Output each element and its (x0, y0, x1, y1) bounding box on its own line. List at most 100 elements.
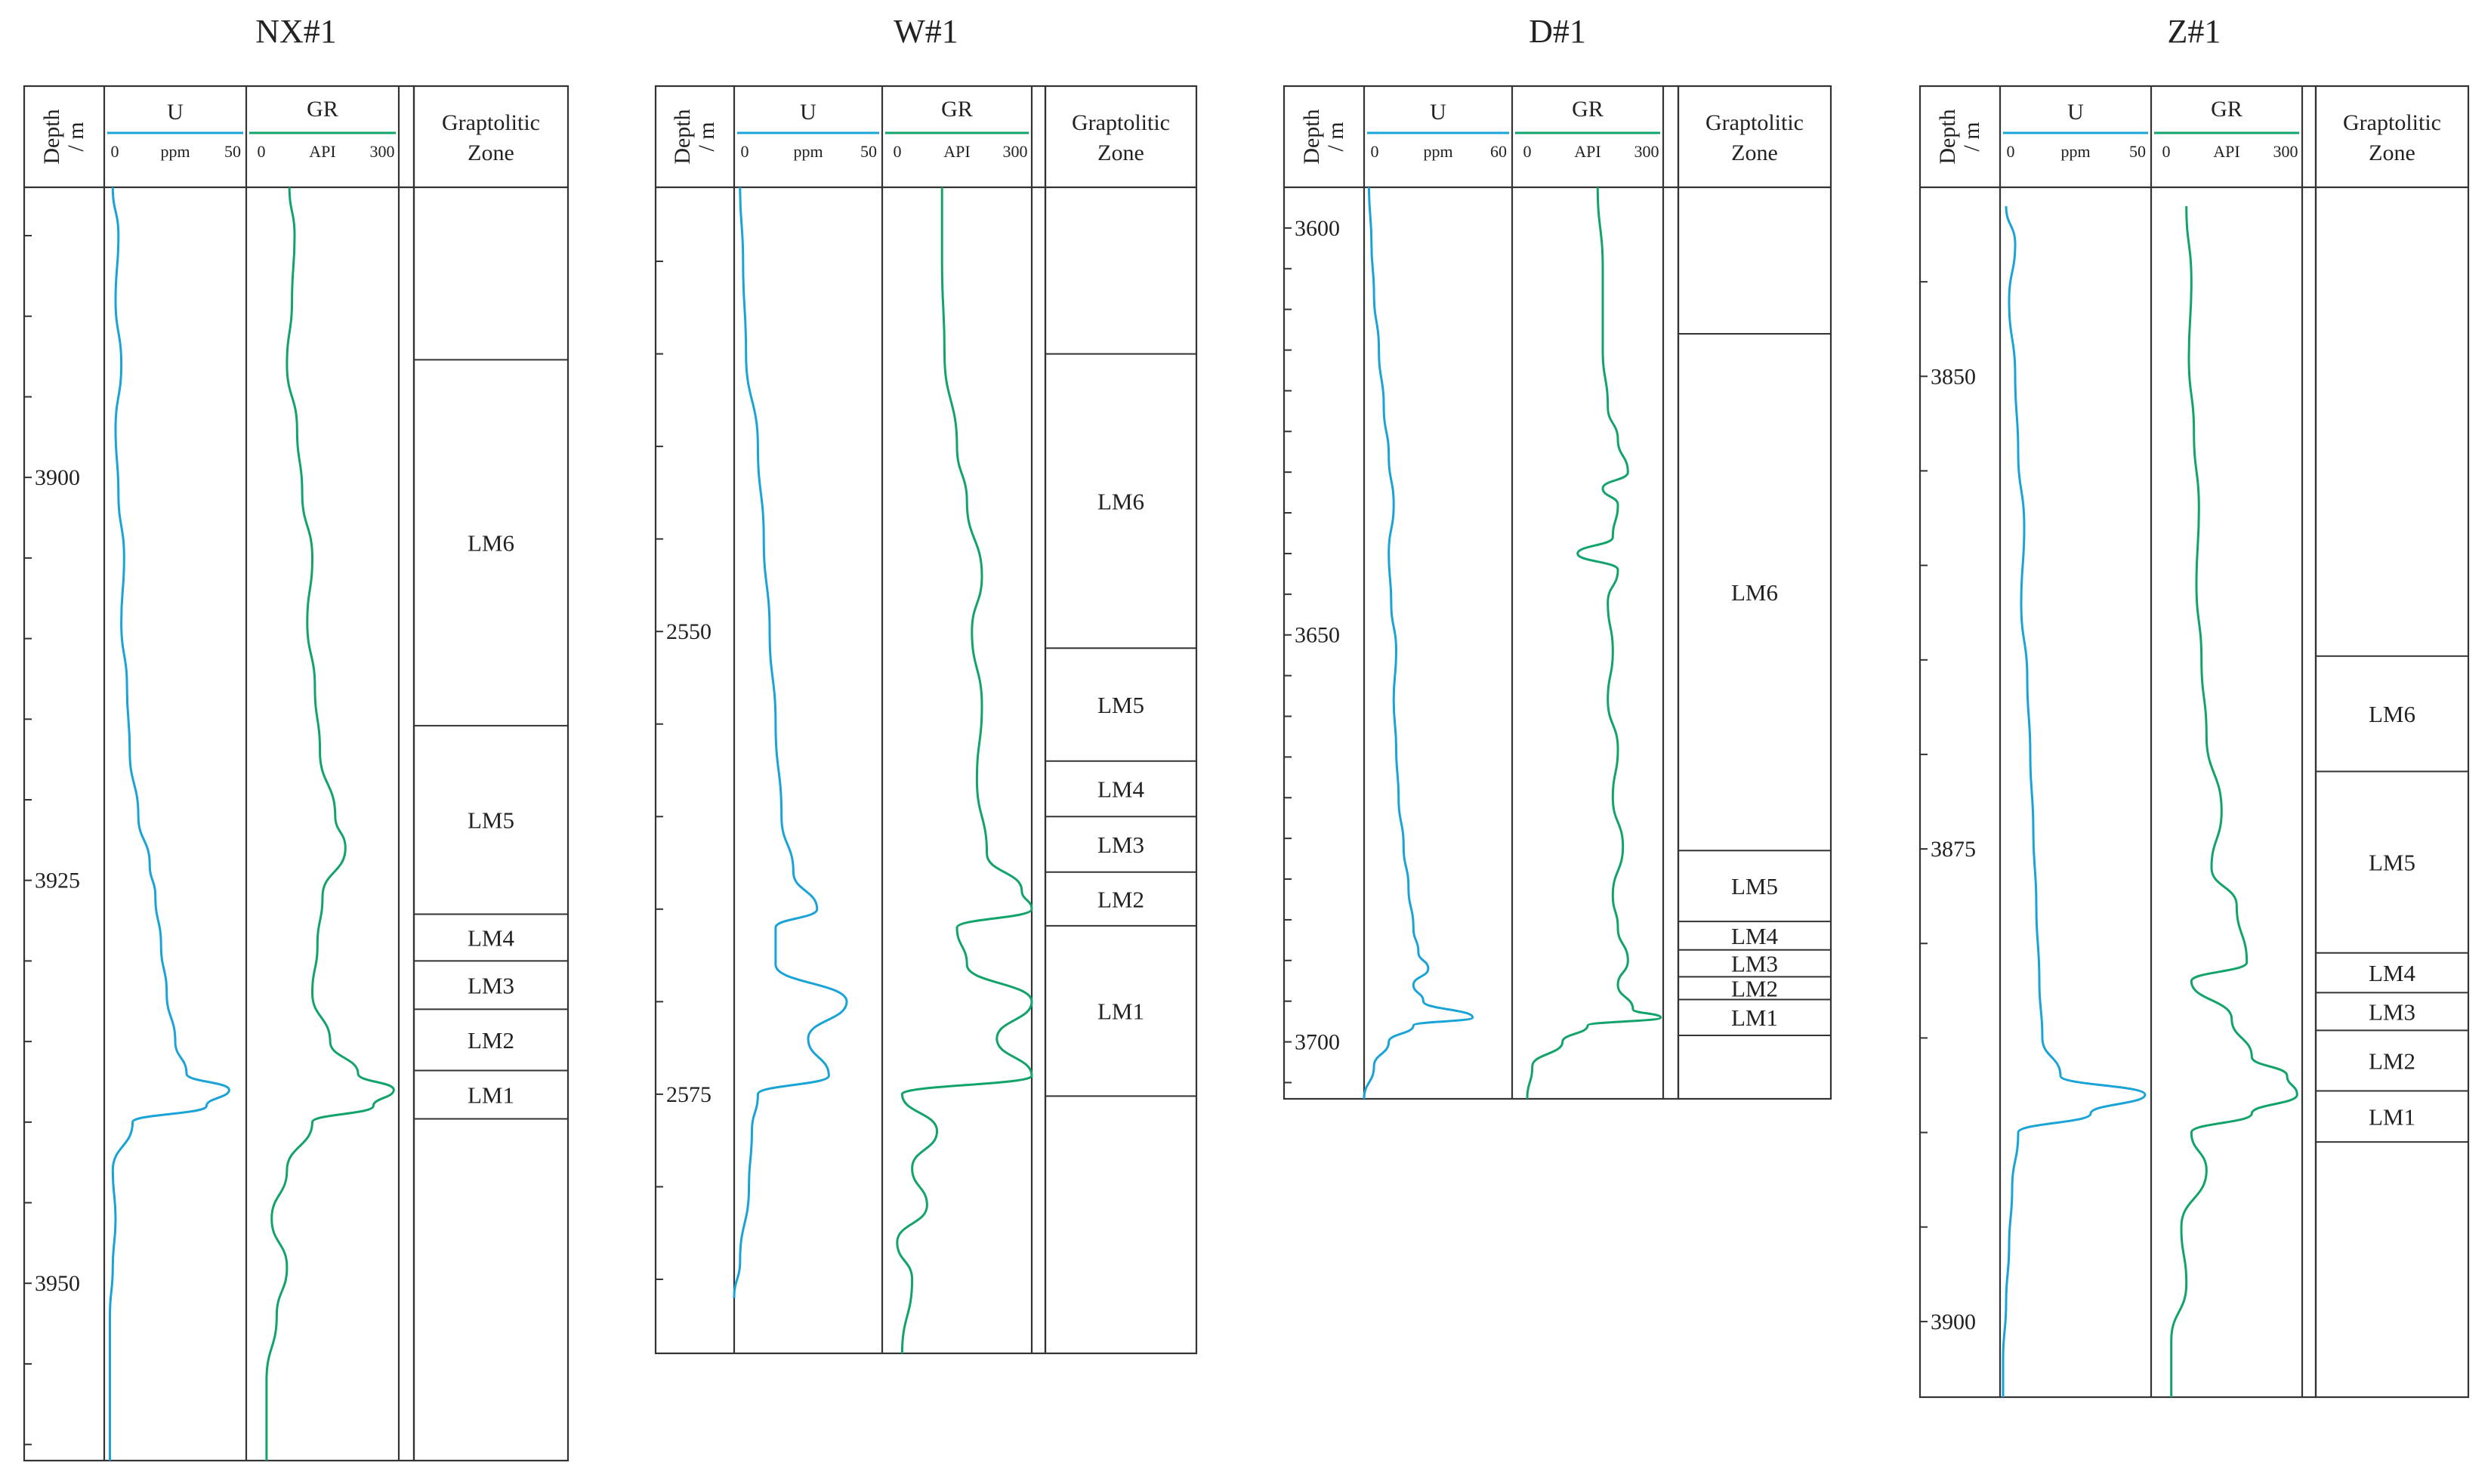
u-curve (733, 187, 848, 1298)
gr-scale-unit: API (943, 142, 970, 161)
log-frame (1918, 85, 2317, 1399)
u-scale-unit: ppm (160, 142, 190, 161)
zone-header: Graptolitic (1705, 110, 1804, 135)
u-scale-min: 0 (1371, 142, 1379, 161)
gr-scale-max: 300 (2273, 142, 2298, 161)
depth-tick-label: 3875 (1931, 837, 1976, 862)
zone-header-sub: Zone (468, 140, 514, 165)
u-scale-unit: ppm (1423, 142, 1452, 161)
gr-track-label: GR (1572, 97, 1604, 122)
depth-header: Depth (670, 109, 695, 164)
depth-unit: / m (694, 122, 719, 151)
well-title: W#1 (894, 13, 958, 50)
zone-label: LM4 (1097, 776, 1145, 803)
zone-label: LM3 (1731, 951, 1778, 977)
gr-scale-max: 300 (1003, 142, 1028, 161)
u-scale-max: 60 (1490, 142, 1507, 161)
depth-tick-label: 3600 (1295, 216, 1340, 241)
u-scale-max: 50 (224, 142, 241, 161)
zone-label: LM5 (1731, 873, 1778, 899)
zone-label: LM3 (2369, 998, 2415, 1025)
log-frame (654, 85, 1047, 1355)
gr-scale-max: 300 (370, 142, 395, 161)
zone-header: Graptolitic (2343, 110, 2441, 135)
u-scale-max: 50 (2129, 142, 2146, 161)
well-title: NX#1 (255, 13, 337, 50)
zone-column-frame (1044, 85, 1198, 1355)
u-track-label: U (2067, 100, 2084, 125)
depth-unit: / m (1323, 122, 1348, 151)
u-scale-unit: ppm (2060, 142, 2090, 161)
depth-header: Depth (39, 109, 64, 164)
gr-curve (265, 187, 395, 1461)
zone-label: LM4 (468, 924, 515, 951)
zone-label: LM6 (1731, 579, 1778, 606)
zone-label: LM3 (1097, 831, 1144, 858)
well-title: D#1 (1529, 13, 1586, 50)
zone-label: LM6 (1097, 488, 1144, 514)
gr-curve (896, 187, 1033, 1354)
gr-scale-unit: API (2213, 142, 2239, 161)
u-scale-min: 0 (111, 142, 119, 161)
zone-header-sub: Zone (2369, 140, 2415, 165)
u-scale-min: 0 (741, 142, 749, 161)
depth-header: Depth (1299, 109, 1324, 164)
u-track-label: U (800, 100, 816, 125)
gr-curve (1526, 187, 1662, 1100)
depth-tick-label: 3700 (1295, 1030, 1340, 1055)
u-scale-min: 0 (2007, 142, 2015, 161)
u-curve (1363, 187, 1474, 1100)
depth-tick-label: 3850 (1931, 364, 1976, 389)
zone-label: LM1 (1097, 998, 1144, 1025)
depth-tick-label: 2575 (666, 1082, 711, 1107)
zone-label: LM5 (2369, 850, 2415, 876)
zone-label: LM3 (468, 972, 514, 998)
u-track-label: U (167, 100, 184, 125)
zone-header: Graptolitic (442, 110, 540, 135)
gr-scale-min: 0 (258, 142, 266, 161)
gr-scale-min: 0 (894, 142, 902, 161)
zone-label: LM2 (1097, 886, 1144, 912)
zone-label: LM6 (468, 530, 514, 557)
u-scale-unit: ppm (793, 142, 823, 161)
gr-curve (2170, 205, 2298, 1397)
zone-label: LM2 (1731, 975, 1778, 1001)
depth-tick-label: 3900 (1931, 1310, 1976, 1334)
gr-scale-min: 0 (2162, 142, 2171, 161)
gr-track-label: GR (2211, 97, 2243, 122)
zone-label: LM4 (2369, 960, 2416, 986)
gr-scale-max: 300 (1634, 142, 1659, 161)
u-curve (2002, 205, 2147, 1397)
zone-label: LM5 (468, 807, 514, 834)
zone-label: LM5 (1097, 692, 1144, 718)
zone-label: LM1 (1731, 1004, 1778, 1031)
u-track-label: U (1430, 100, 1446, 125)
depth-unit: / m (1959, 122, 1984, 151)
gr-scale-min: 0 (1523, 142, 1532, 161)
zone-column-frame (412, 85, 570, 1462)
zone-column-frame (1677, 85, 1832, 1100)
well-title: Z#1 (2168, 13, 2221, 50)
depth-tick-label: 3925 (35, 868, 80, 893)
gr-track-label: GR (941, 97, 973, 122)
zone-label: LM1 (468, 1082, 514, 1109)
depth-header: Depth (1935, 109, 1960, 164)
log-frame (1283, 85, 1680, 1100)
zone-label: LM4 (1731, 923, 1779, 949)
gr-scale-unit: API (1574, 142, 1600, 161)
zone-label: LM2 (468, 1027, 514, 1054)
gr-scale-unit: API (309, 142, 335, 161)
u-scale-max: 50 (860, 142, 877, 161)
zone-label: LM1 (2369, 1103, 2415, 1130)
depth-tick-label: 3650 (1295, 623, 1340, 648)
zone-header: Graptolitic (1072, 110, 1170, 135)
depth-tick-label: 2550 (666, 619, 711, 644)
gr-track-label: GR (307, 97, 338, 122)
depth-unit: / m (63, 122, 88, 151)
depth-tick-label: 3950 (35, 1271, 80, 1296)
